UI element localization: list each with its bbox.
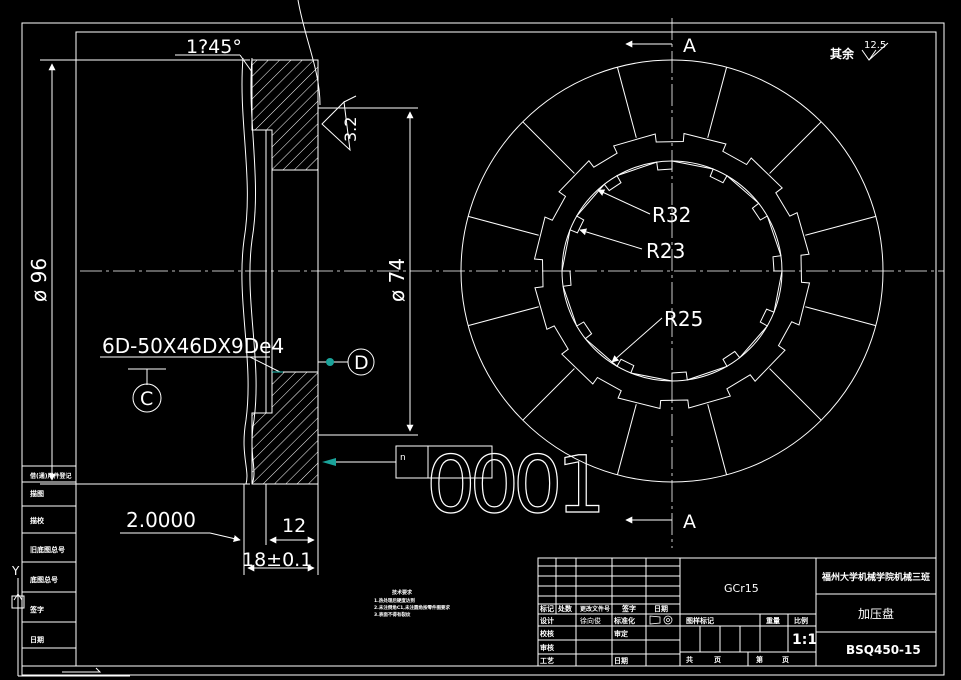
left-strip-text: 借(通)用件登记 描图 描校 旧底图总号 底图总号 签字 日期 xyxy=(29,472,72,644)
radial-segment xyxy=(805,215,876,236)
strip-label: 描图 xyxy=(30,489,44,498)
designer-name: 徐向俊 xyxy=(580,616,601,625)
strip-label: 底图总号 xyxy=(30,575,58,584)
radius-r23-label: R23 xyxy=(646,239,685,263)
sheet-unit-label: 页 xyxy=(782,656,789,664)
datum-c-label: C xyxy=(140,388,153,410)
radial-segment xyxy=(616,67,637,138)
check-cell: 审定 xyxy=(614,629,628,638)
process-cell: 工艺 xyxy=(540,656,554,665)
radial-segment xyxy=(805,306,876,327)
radial-segment xyxy=(522,368,575,421)
title-block-text: GCr15 福州大学机械学院机械三班 加压盘 BSQ450-15 1:1 标记 … xyxy=(539,571,930,665)
material-label: GCr15 xyxy=(724,582,759,595)
inner-spline-ring xyxy=(533,132,811,410)
ucs-y-label: Y xyxy=(11,564,20,578)
diameter-outer-label: ø 96 xyxy=(27,258,51,302)
radial-segment xyxy=(468,215,539,236)
section-label-top: A xyxy=(683,35,696,57)
datum-d-marker xyxy=(326,358,334,366)
datum-d-label: D xyxy=(354,352,369,374)
spline-spec-label: 6D-50X46DX9De4 xyxy=(102,334,284,358)
header-cell: 标记 xyxy=(539,604,554,613)
dim-width-total-label: 18±0.1 xyxy=(242,549,312,571)
header-cell: 更改文件号 xyxy=(580,605,610,613)
roughness-note: 其余 xyxy=(830,46,855,61)
roughness-value: 12.5 xyxy=(864,40,886,51)
section-view xyxy=(460,40,889,524)
notes-title: 技术要求 xyxy=(392,589,413,596)
radial-segment xyxy=(468,306,539,327)
strip-label: 签字 xyxy=(29,605,44,614)
header-cell: 处数 xyxy=(557,604,573,613)
stage-label: 图样标记 xyxy=(686,616,714,625)
dim-offset-label: 2.0000 xyxy=(126,508,196,532)
notes-line: 3.表面不得有裂纹 xyxy=(374,611,411,618)
center-lines xyxy=(80,18,944,548)
tolerance-leader-arrow xyxy=(322,458,336,466)
header-cell: 签字 xyxy=(621,604,636,613)
chamfer-label: 1?45° xyxy=(186,36,242,58)
part-view-text: 1?45° 3.2 ø 96 ø 74 6D-50X46DX9De4 C D 1… xyxy=(27,36,607,571)
section-label-bottom: A xyxy=(683,511,696,533)
scale-value-label: 1:1 xyxy=(792,632,817,648)
radial-segment xyxy=(707,404,728,475)
title-block xyxy=(537,557,937,667)
header-cell: 日期 xyxy=(654,604,668,613)
drawing-number-label: BSQ450-15 xyxy=(846,643,921,657)
sheet-unit-label: 页 xyxy=(714,656,721,664)
part-name-label: 加压盘 xyxy=(858,606,894,621)
scale-label: 比例 xyxy=(794,616,808,625)
radial-segment xyxy=(522,121,575,174)
weight-label: 重量 xyxy=(766,616,780,625)
drawing-frame xyxy=(21,22,945,676)
radial-segment xyxy=(769,121,822,174)
check-cell: 校核 xyxy=(540,629,554,638)
sheet-total-label: 共 xyxy=(686,655,693,664)
tolerance-symbol-label: n xyxy=(400,453,406,463)
tolerance-value-label: 0001 xyxy=(426,441,606,531)
roughness-label: 3.2 xyxy=(341,117,360,142)
radial-segment xyxy=(616,404,637,475)
radius-r25-label: R25 xyxy=(664,307,703,331)
radial-segments xyxy=(468,67,876,475)
design-cell: 设计 xyxy=(540,616,554,625)
notes-line: 1.热处理后硬度达到 xyxy=(374,597,415,604)
process-cell: 日期 xyxy=(614,656,628,665)
notes-line: 2.未注倒角C1,未注圆角按零件图要求 xyxy=(374,604,450,611)
review-cell: 审核 xyxy=(540,643,554,652)
ucs-icon xyxy=(11,578,130,677)
spline-outline xyxy=(561,160,783,382)
institution-label: 福州大学机械学院机械三班 xyxy=(821,571,930,583)
radial-segment xyxy=(707,67,728,138)
strip-label: 日期 xyxy=(30,635,44,644)
design-cell: 标准化 xyxy=(613,616,635,625)
sheet-label: 第 xyxy=(756,655,763,664)
radius-r32-label: R32 xyxy=(652,203,691,227)
strip-label: 描校 xyxy=(30,516,45,525)
radial-segment xyxy=(769,368,822,421)
technical-notes: 技术要求 1.热处理后硬度达到 2.未注倒角C1,未注圆角按零件图要求 3.表面… xyxy=(374,589,450,618)
diameter-inner-label: ø 74 xyxy=(385,258,409,302)
projection-symbol-icon xyxy=(649,615,673,625)
dim-width-inner-label: 12 xyxy=(282,515,306,537)
strip-label: 旧底图总号 xyxy=(30,545,65,554)
strip-label: 借(通)用件登记 xyxy=(29,472,72,480)
part-side-view xyxy=(40,0,493,575)
left-strip xyxy=(21,465,77,667)
section-view-text: A A 其余 12.5 R32 R23 R25 xyxy=(646,35,886,533)
